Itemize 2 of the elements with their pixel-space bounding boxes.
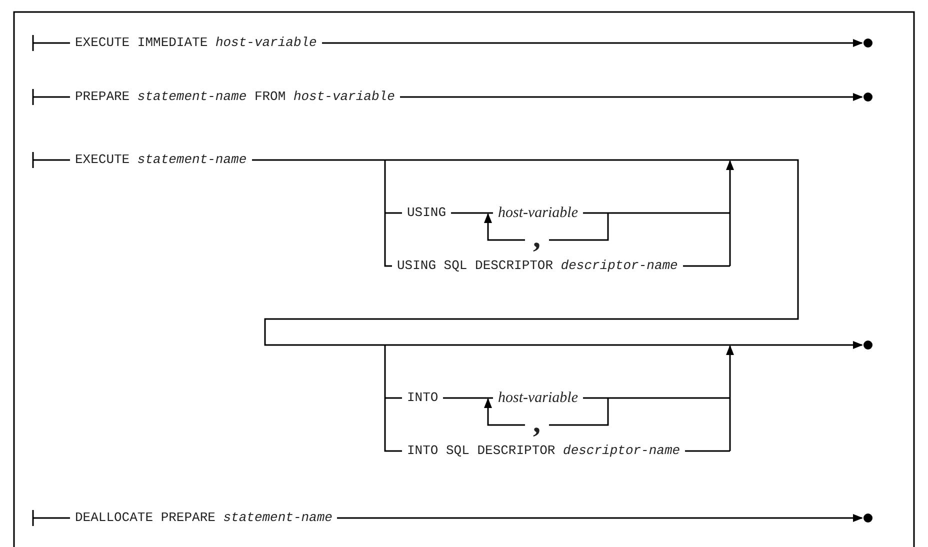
syntax-clause: USING SQL DESCRIPTOR descriptor-name xyxy=(392,257,683,275)
syntax-clause: INTO SQL DESCRIPTOR descriptor-name xyxy=(402,442,686,460)
